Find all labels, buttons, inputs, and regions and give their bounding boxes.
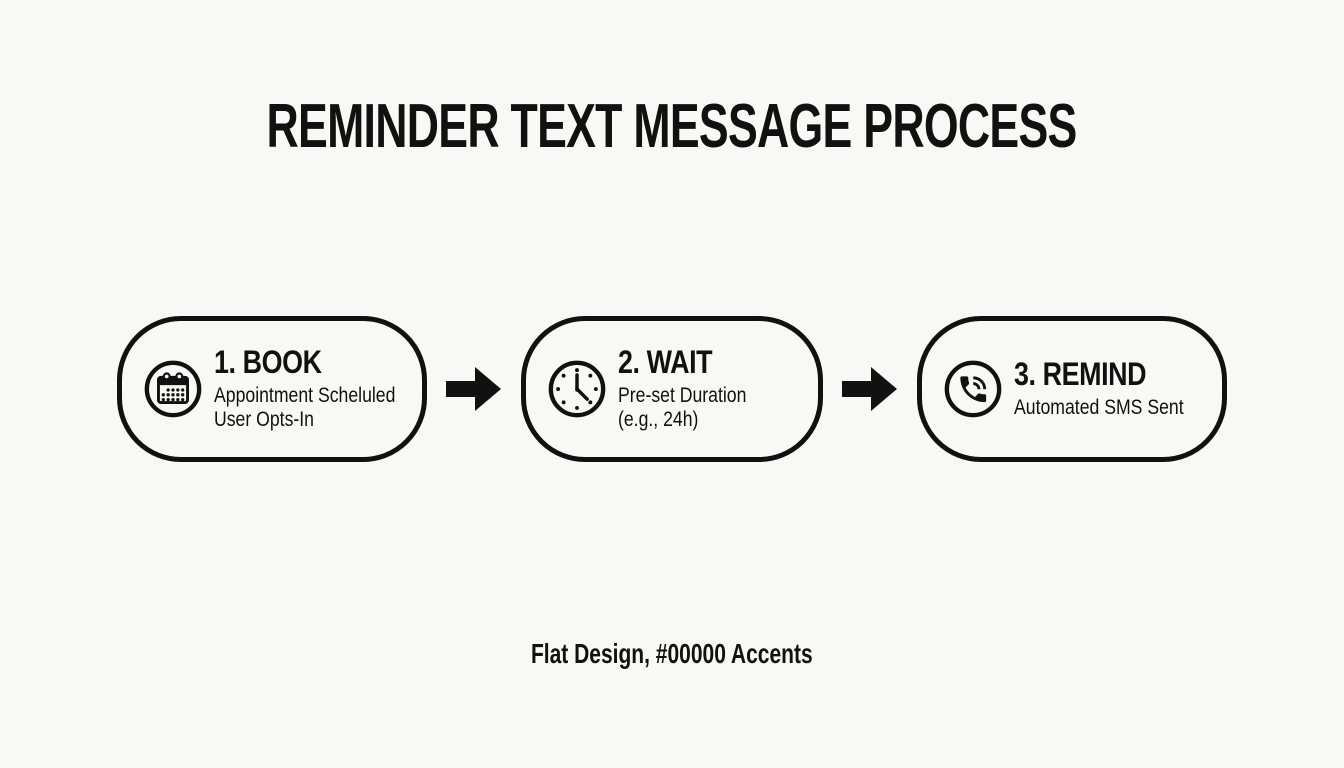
step-line: Pre-set Duration [618, 384, 747, 408]
step-text-remind: 3. REMIND Automated SMS Sent [1014, 355, 1184, 421]
step-title: 2. WAIT [618, 343, 713, 380]
step-title: 1. BOOK [214, 343, 322, 380]
step-card-book: 1. BOOK Appointment Scheluled User Opts-… [117, 316, 427, 462]
step-line: Appointment Scheluled [214, 384, 396, 408]
step-card-remind: 3. REMIND Automated SMS Sent [917, 316, 1227, 462]
phone-icon [942, 358, 1004, 420]
step-line: Automated SMS Sent [1014, 396, 1184, 420]
step-line: User Opts-In [214, 408, 314, 432]
caption-text: Flat Design, #00000 Accents [531, 638, 813, 669]
clock-icon [546, 358, 608, 420]
step-title: 3. REMIND [1014, 355, 1147, 392]
process-flow: 1. BOOK Appointment Scheluled User Opts-… [0, 316, 1344, 462]
step-line: (e.g., 24h) [618, 408, 699, 432]
calendar-icon [142, 358, 204, 420]
step-text-wait: 2. WAIT Pre-set Duration (e.g., 24h) [618, 343, 747, 433]
arrow-right-icon [446, 366, 502, 412]
caption: Flat Design, #00000 Accents [0, 638, 1344, 670]
page-title: REMINDER TEXT MESSAGE PROCESS [0, 96, 1344, 158]
step-text-book: 1. BOOK Appointment Scheluled User Opts-… [214, 343, 396, 433]
step-card-wait: 2. WAIT Pre-set Duration (e.g., 24h) [521, 316, 823, 462]
arrow-right-icon [842, 366, 898, 412]
page-title-text: REMINDER TEXT MESSAGE PROCESS [266, 92, 1078, 161]
